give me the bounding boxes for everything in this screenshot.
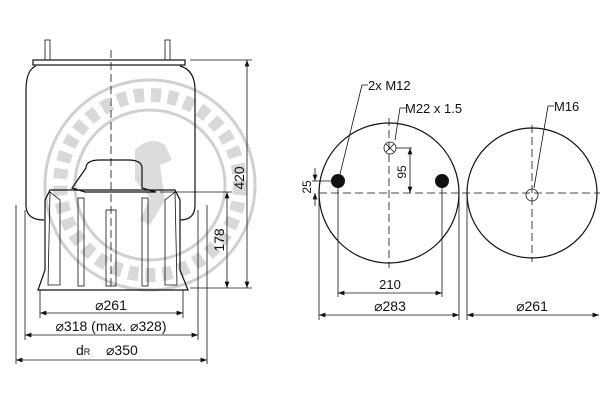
dim-top-diameter: ⌀283: [374, 298, 406, 314]
label-studs: 2x M12: [368, 78, 411, 93]
dim-178: 178: [211, 228, 227, 252]
dim-piston-diameter: ⌀261: [95, 297, 127, 313]
dim-25: 25: [300, 180, 314, 194]
dim-95: 95: [395, 165, 409, 179]
dim-effective-diameter-prefix: dR: [76, 342, 91, 358]
bellows: [25, 65, 196, 221]
stud-left: [44, 39, 51, 61]
dim-420: 420: [231, 166, 247, 190]
dim-effective-diameter: ⌀350: [106, 342, 138, 358]
stud-right: [164, 39, 171, 61]
watermark-seal: [43, 78, 257, 292]
label-bolt: M16: [554, 99, 579, 114]
dim-base-diameter-bottom: ⌀261: [516, 298, 548, 314]
dim-210: 210: [379, 277, 401, 292]
bump-stop: [71, 159, 157, 193]
stud-hole-right: [435, 174, 449, 188]
label-air-inlet: M22 x 1.5: [405, 101, 462, 116]
top-plate: [32, 59, 186, 66]
bolt-hole: [525, 188, 539, 202]
dim-base-diameter: ⌀318 (max. ⌀328): [55, 318, 166, 334]
top-view: 2x M12 M22 x 1.5 95 25 210 ⌀283: [300, 78, 462, 320]
horse-logo-icon: [135, 141, 172, 225]
bottom-view: M16 ⌀261: [462, 99, 600, 320]
stud-hole-left: [331, 174, 345, 188]
watermark-lettering: [53, 88, 247, 282]
side-view: 420 178 ⌀261 ⌀318 (max. ⌀328) dR ⌀350: [15, 39, 252, 364]
piston: [37, 189, 189, 291]
